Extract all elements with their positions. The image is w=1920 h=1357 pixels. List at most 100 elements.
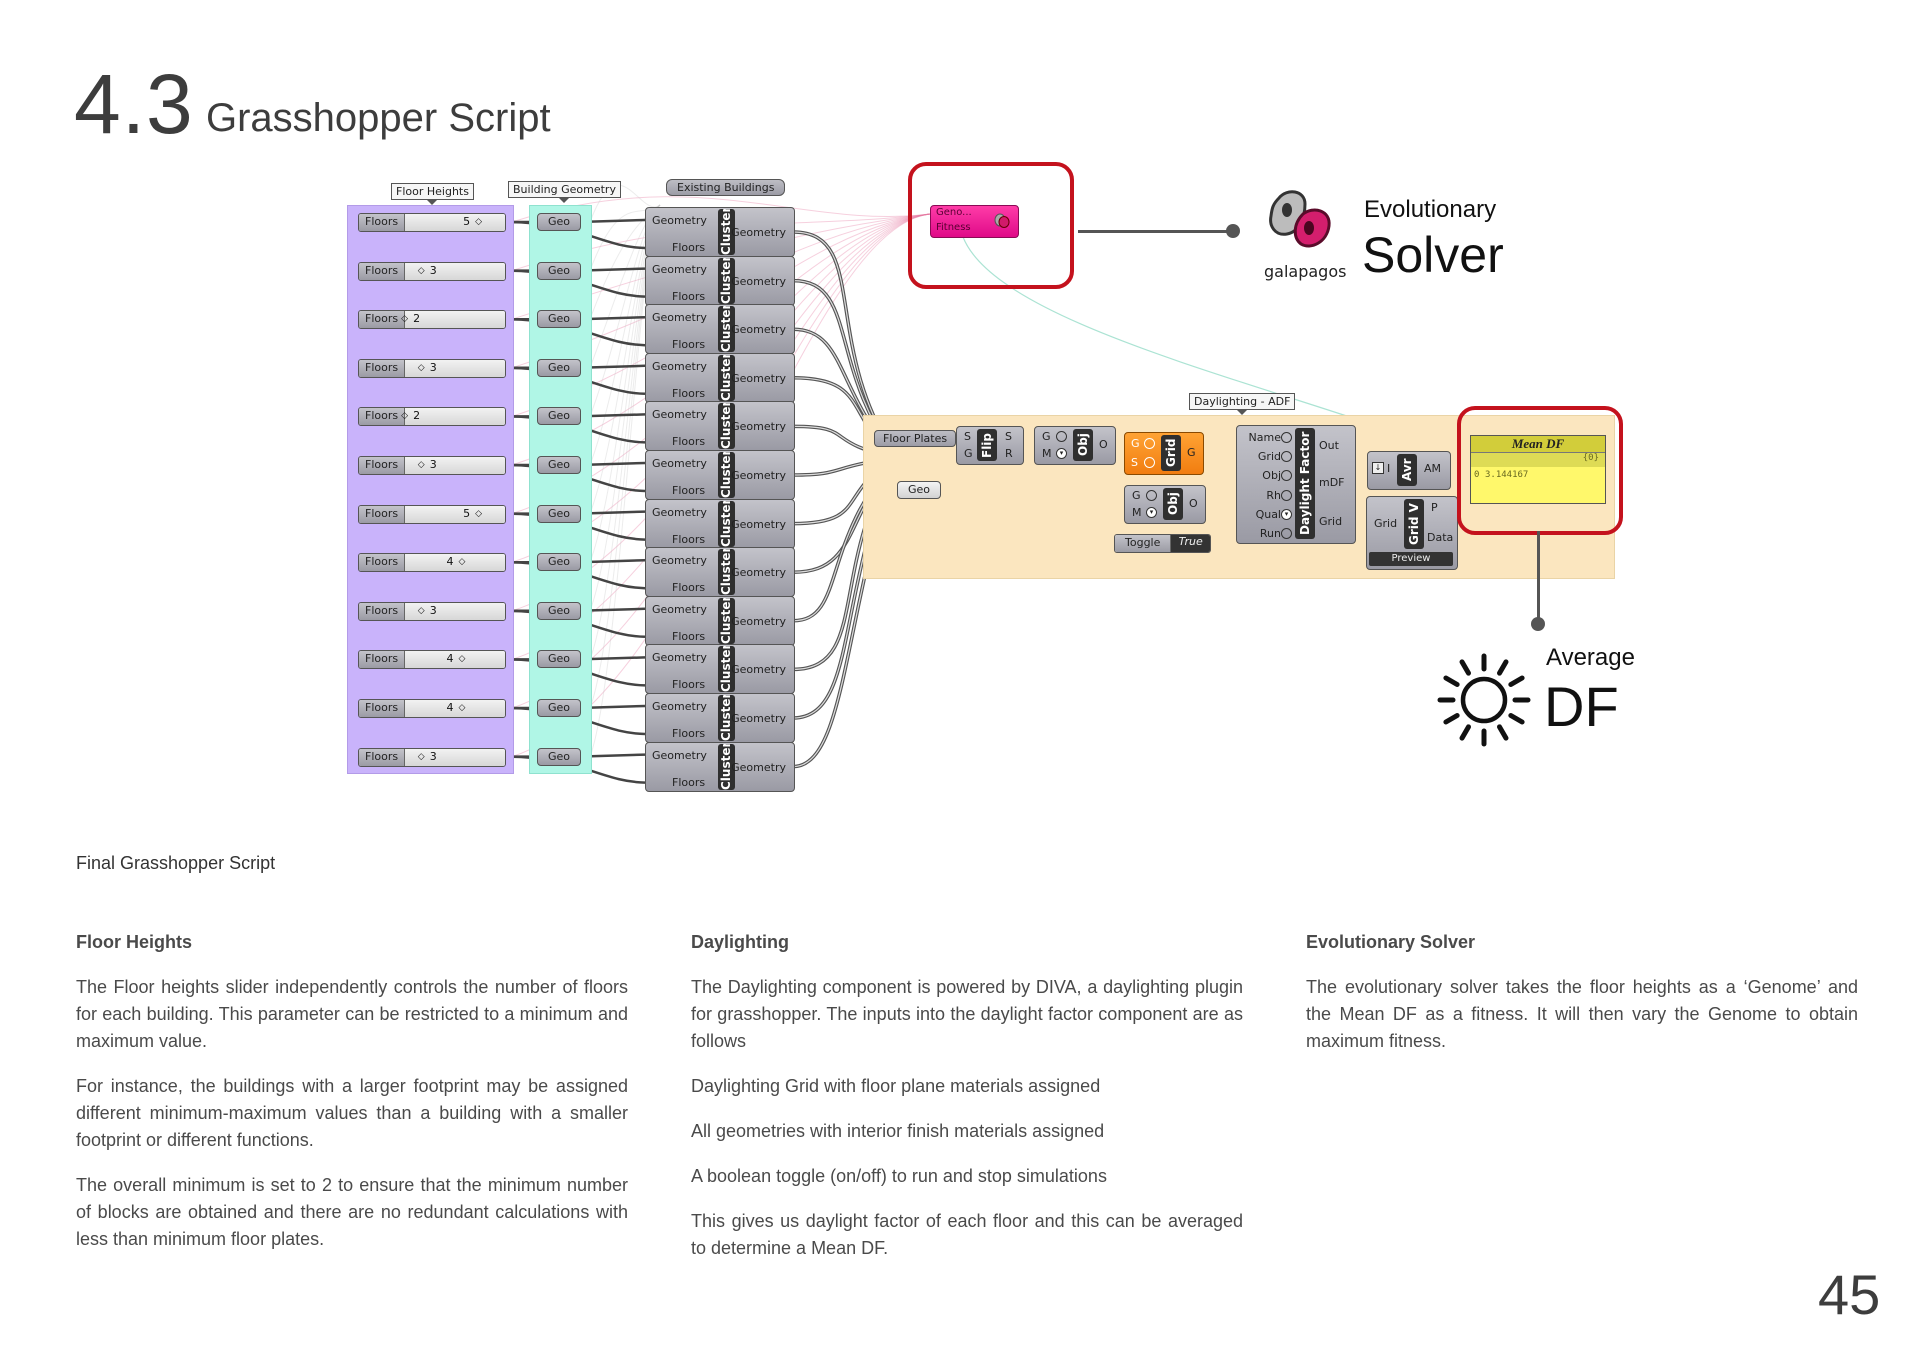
slider-knob-icon[interactable]: ◇ [458, 557, 466, 568]
geometry-param[interactable]: Geo [537, 407, 581, 426]
figure-caption: Final Grasshopper Script [76, 853, 276, 873]
daylight-geo-param[interactable]: Geo [897, 481, 941, 499]
slider-label: Floors [359, 700, 406, 717]
building-cluster[interactable]: Geometry Floors Cluster Geometry [645, 255, 795, 306]
average-caption-small: Average [1546, 644, 1635, 671]
building-cluster[interactable]: Geometry Floors Cluster Geometry [645, 547, 795, 598]
slider-knob-icon[interactable]: ◇ [417, 362, 425, 373]
gridv-preview-button[interactable]: Preview [1369, 552, 1453, 566]
slider-value: 2 [413, 409, 421, 423]
galapagos-logo-icon [1269, 190, 1331, 248]
slider-knob-icon[interactable]: ◇ [417, 265, 425, 276]
geometry-param[interactable]: Geo [537, 504, 581, 523]
building-cluster[interactable]: Geometry Floors Cluster Geometry [645, 304, 795, 355]
mean-df-panel[interactable]: Mean DF {0} 0 3.144167 [1470, 435, 1606, 504]
slider-value: 2 [413, 312, 421, 326]
geometry-param[interactable]: Geo [537, 358, 581, 377]
slider-track[interactable]: 3◇ [405, 457, 505, 474]
slider-value: 3 [429, 458, 437, 471]
df-input-radio-icon [1281, 528, 1292, 539]
geometry-param[interactable]: Geo [537, 261, 581, 280]
building-cluster[interactable]: Geometry Floors Cluster Geometry [645, 644, 795, 695]
slider-label: Floors [359, 457, 406, 474]
geometry-param[interactable]: Geo [537, 650, 581, 669]
slider-track[interactable]: 4◇ [405, 554, 505, 572]
geometry-param[interactable]: Geo [537, 213, 581, 231]
cluster-input-geometry: Geometry [652, 748, 707, 762]
geometry-param[interactable]: Geo [537, 553, 581, 572]
slider-track[interactable]: 2◇ [401, 408, 505, 426]
slider-knob-icon[interactable]: ◇ [458, 654, 466, 665]
average-component[interactable]: ↓ I Avr AM [1367, 451, 1451, 490]
slider-track[interactable]: 4◇ [405, 651, 505, 669]
geometry-param[interactable]: Geo [537, 601, 581, 620]
solver-connector-dot [1226, 224, 1240, 238]
column-heading: Daylighting [691, 932, 789, 952]
slider-knob-icon[interactable]: ◇ [417, 605, 425, 616]
slider-track[interactable]: 4◇ [405, 700, 505, 717]
slider-knob-icon[interactable]: ◇ [475, 217, 483, 227]
slider-value: 4 [446, 701, 454, 714]
slider-track[interactable]: 3◇ [405, 262, 505, 280]
floor-plates-param[interactable]: Floor Plates [874, 430, 957, 447]
sun-ray [1508, 675, 1525, 687]
grid-viewer-component[interactable]: Grid Grid V P Data Preview [1366, 496, 1458, 570]
df-input-obj: Obj [1262, 469, 1281, 483]
geometry-param[interactable]: Geo [537, 310, 581, 329]
building-cluster[interactable]: Geometry Floors Cluster Geometry [645, 207, 795, 257]
building-cluster[interactable]: Geometry Floors Cluster Geometry [645, 450, 795, 500]
building-cluster[interactable]: Geometry Floors Cluster Geometry [645, 352, 795, 403]
gridv-name: Grid V [1404, 499, 1424, 549]
slider-track[interactable]: 5◇ [405, 214, 505, 231]
slider-knob-icon[interactable]: ◇ [417, 460, 425, 470]
geometry-param[interactable]: Geo [537, 456, 581, 474]
flip-component[interactable]: S G Flip S R [956, 426, 1024, 465]
building-cluster[interactable]: Geometry Floors Cluster Geometry [645, 741, 795, 792]
slider-track[interactable]: 2◇ [401, 311, 505, 329]
slider-knob-icon[interactable]: ◇ [458, 703, 466, 713]
sun-ray [1459, 659, 1471, 676]
slider-track[interactable]: 3◇ [405, 602, 505, 620]
geometry-param[interactable]: Geo [537, 699, 581, 717]
galapagos-node[interactable]: Geno... Fitness [930, 205, 1019, 238]
slider-knob-icon[interactable]: ◇ [401, 314, 409, 325]
material-obj-component-2[interactable]: G M ▾ Obj O [1124, 485, 1206, 524]
slider-track[interactable]: 3◇ [405, 359, 505, 377]
slider-track[interactable]: 5◇ [405, 505, 505, 523]
page-number: 45 [1818, 1263, 1881, 1326]
avr-input-i: I [1387, 462, 1391, 475]
cluster-output-geometry: Geometry [731, 469, 786, 482]
slider-knob-icon[interactable]: ◇ [417, 751, 425, 762]
df-input-run: Run [1259, 527, 1281, 540]
slider-knob-icon[interactable]: ◇ [401, 411, 409, 422]
building-cluster[interactable]: Geometry Floors Cluster Geometry [645, 498, 795, 549]
building-cluster[interactable]: Geometry Floors Cluster Geometry [645, 401, 795, 452]
mean-df-highlight-box [1457, 406, 1623, 535]
building-cluster[interactable]: Geometry Floors Cluster Geometry [645, 693, 795, 743]
mean-df-path-row: {0} [1471, 453, 1605, 467]
building-cluster[interactable]: Geometry Floors Cluster Geometry [645, 595, 795, 646]
cluster-input-geometry: Geometry [652, 602, 707, 616]
section-number: 4.3 [74, 57, 194, 151]
slider-knob-icon[interactable]: ◇ [475, 508, 483, 519]
run-toggle[interactable]: Toggle True [1114, 534, 1211, 553]
geometry-param[interactable]: Geo [537, 747, 581, 766]
slider-track[interactable]: 3◇ [405, 748, 505, 766]
df-input-radio-icon [1281, 470, 1292, 482]
fitness-input-label: Fitness [936, 222, 971, 233]
daylight-grid-component[interactable]: G S Grid G [1124, 432, 1204, 475]
material-obj-component-1[interactable]: G M ▾ Obj O [1034, 426, 1116, 465]
